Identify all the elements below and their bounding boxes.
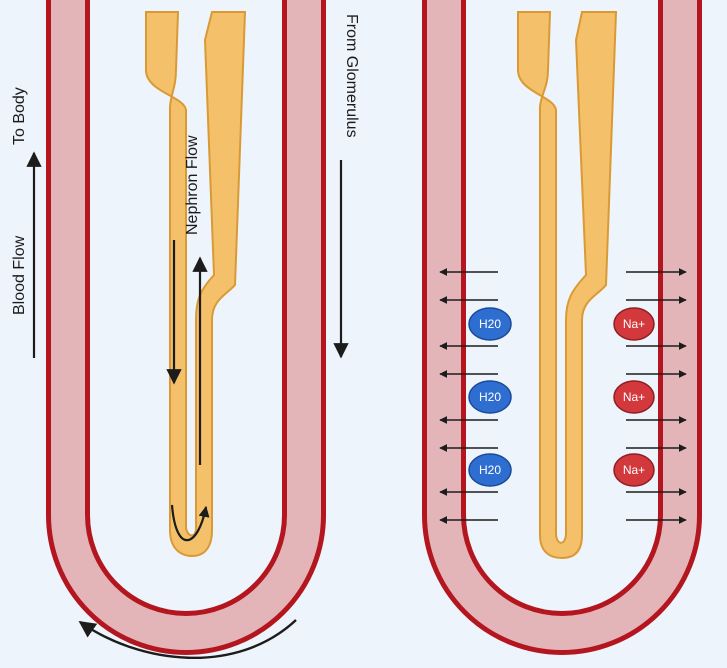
svg-text:H20: H20 — [479, 317, 501, 331]
svg-text:H20: H20 — [479, 390, 501, 404]
sodium-badge: Na+ — [613, 380, 655, 414]
sodium-badge: Na+ — [613, 307, 655, 341]
right-efflux-arrows — [626, 268, 687, 524]
water-badge: H20 — [468, 380, 512, 414]
left-blood-vessel — [46, 0, 326, 655]
svg-text:Na+: Na+ — [623, 317, 645, 331]
bottom-blood-flow-arrow — [78, 619, 297, 659]
right-panel: H20 H20 H20 Na+ Na+ Na+ — [422, 0, 702, 655]
left-efflux-arrows — [439, 268, 498, 524]
svg-text:H20: H20 — [479, 463, 501, 477]
sodium-badge: Na+ — [613, 453, 655, 487]
svg-text:Na+: Na+ — [623, 463, 645, 477]
water-badge: H20 — [468, 307, 512, 341]
svg-text:Na+: Na+ — [623, 390, 645, 404]
water-badge: H20 — [468, 453, 512, 487]
left-nephron-loop — [145, 11, 247, 558]
right-blood-vessel — [422, 0, 702, 655]
left-panel: To Body Blood Flow Nephron Flow From Glo… — [11, 0, 360, 659]
nephron-flow-label: Nephron Flow — [184, 135, 201, 235]
to-body-label: To Body — [11, 87, 28, 145]
right-nephron-loop — [517, 11, 618, 560]
blood-flow-label: Blood Flow — [11, 235, 28, 315]
nephron-turn-arrow — [170, 504, 210, 542]
from-glomerulus-label: From Glomerulus — [343, 14, 360, 138]
